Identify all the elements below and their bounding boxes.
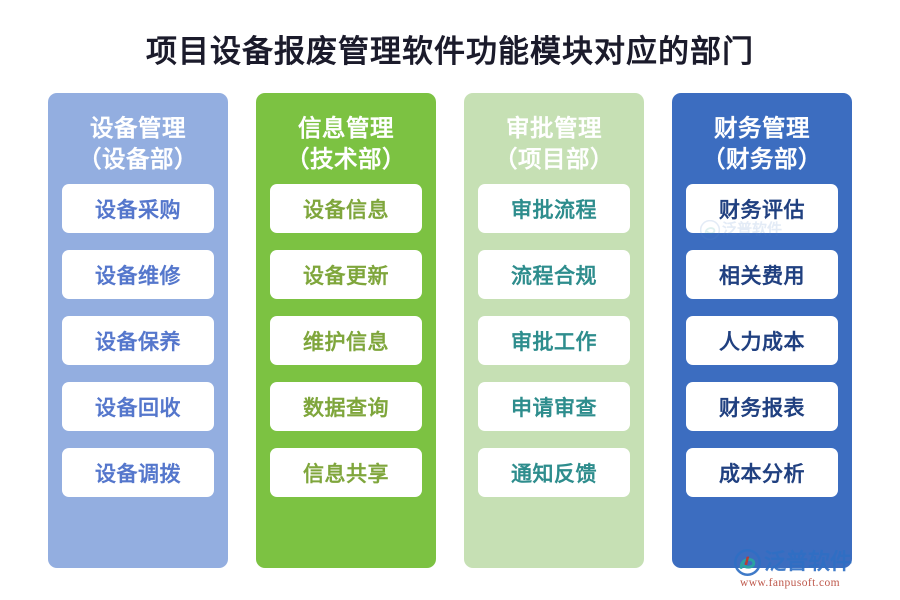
module-card[interactable]: 设备采购 [62,184,214,234]
column-header-line1: 设备管理 [90,116,186,142]
module-card[interactable]: 设备调拨 [62,448,214,498]
module-card[interactable]: 信息共享 [270,448,422,498]
module-card[interactable]: 成本分析 [686,448,838,498]
module-card[interactable]: 审批工作 [478,316,630,366]
column-header-line2: （技术部） [286,147,406,174]
module-card[interactable]: 审批流程 [478,184,630,234]
column-header-line2: （设备部） [78,147,198,174]
page-title: 项目设备报废管理软件功能模块对应的部门 [146,34,754,69]
card-list-finance-management: 财务评估 相关费用 人力成本 财务报表 成本分析 [672,184,852,568]
module-card[interactable]: 数据查询 [270,382,422,432]
module-card[interactable]: 设备信息 [270,184,422,234]
column-header-line2: （财务部） [702,147,822,174]
card-list-information-management: 设备信息 设备更新 维护信息 数据查询 信息共享 [256,184,436,568]
column-header-line1: 财务管理 [714,116,810,142]
column-information-management: 信息管理 （技术部） 设备信息 设备更新 维护信息 数据查询 信息共享 [256,93,436,568]
column-header-equipment-management: 设备管理 （设备部） [48,93,228,184]
column-approval-management: 审批管理 （项目部） 审批流程 流程合规 审批工作 申请审查 通知反馈 [464,93,644,568]
department-columns: 设备管理 （设备部） 设备采购 设备维修 设备保养 设备回收 设备调拨 信息管理… [48,93,852,568]
column-header-line2: （项目部） [494,147,614,174]
module-card[interactable]: 维护信息 [270,316,422,366]
module-card[interactable]: 人力成本 [686,316,838,366]
module-card[interactable]: 相关费用 [686,250,838,300]
column-header-line1: 信息管理 [298,116,394,142]
column-equipment-management: 设备管理 （设备部） 设备采购 设备维修 设备保养 设备回收 设备调拨 [48,93,228,568]
module-card[interactable]: 设备更新 [270,250,422,300]
column-header-finance-management: 财务管理 （财务部） [672,93,852,184]
column-header-line1: 审批管理 [506,116,602,142]
module-card[interactable]: 财务评估 [686,184,838,234]
module-card[interactable]: 申请审查 [478,382,630,432]
module-card[interactable]: 财务报表 [686,382,838,432]
module-card[interactable]: 设备维修 [62,250,214,300]
column-header-approval-management: 审批管理 （项目部） [464,93,644,184]
module-card[interactable]: 通知反馈 [478,448,630,498]
card-list-approval-management: 审批流程 流程合规 审批工作 申请审查 通知反馈 [464,184,644,568]
module-card[interactable]: 设备回收 [62,382,214,432]
column-header-information-management: 信息管理 （技术部） [256,93,436,184]
watermark-url: www.fanpusoft.com [740,576,840,589]
column-finance-management: 财务管理 （财务部） 财务评估 相关费用 人力成本 财务报表 成本分析 [672,93,852,568]
module-card[interactable]: 设备保养 [62,316,214,366]
module-card[interactable]: 流程合规 [478,250,630,300]
card-list-equipment-management: 设备采购 设备维修 设备保养 设备回收 设备调拨 [48,184,228,568]
